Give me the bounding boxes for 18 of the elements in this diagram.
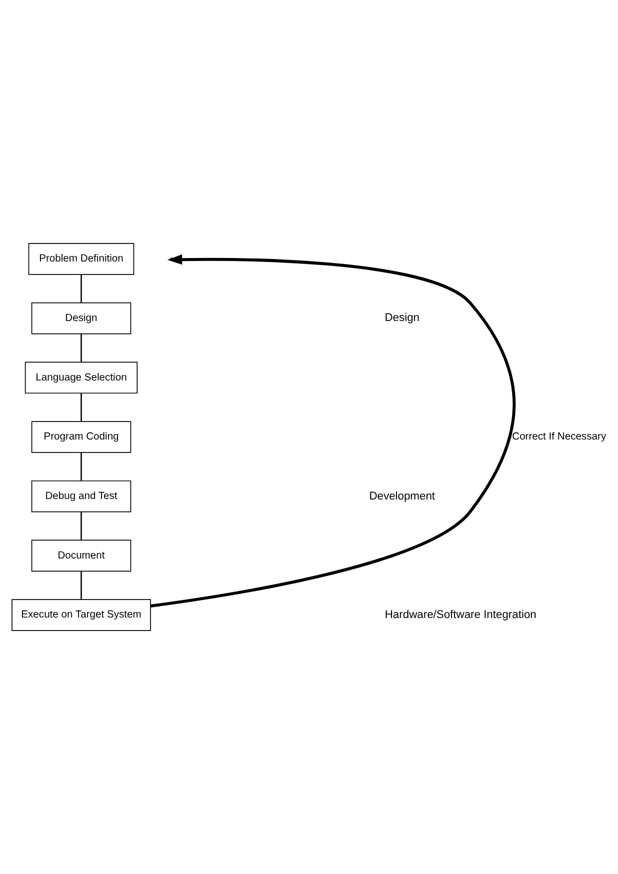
label: Hardware/Software Integration xyxy=(384,609,536,621)
connector xyxy=(80,274,82,302)
node-box: Problem Definition xyxy=(28,243,134,275)
connector xyxy=(80,512,82,540)
node-box: Document xyxy=(31,540,132,572)
connector xyxy=(80,334,82,362)
node-box: Design xyxy=(31,302,132,334)
node-box: Execute on Target System xyxy=(12,599,151,631)
connector xyxy=(80,393,82,422)
label: Design xyxy=(384,312,420,324)
node-box: Program Coding xyxy=(31,421,132,453)
edge-label: Correct If Necessary xyxy=(512,432,606,443)
node-box: Debug and Test xyxy=(31,480,132,512)
arrow xyxy=(150,254,516,608)
node-box: Language Selection xyxy=(24,362,138,394)
label: Development xyxy=(369,490,436,502)
connector xyxy=(80,571,82,600)
connector xyxy=(80,452,82,480)
